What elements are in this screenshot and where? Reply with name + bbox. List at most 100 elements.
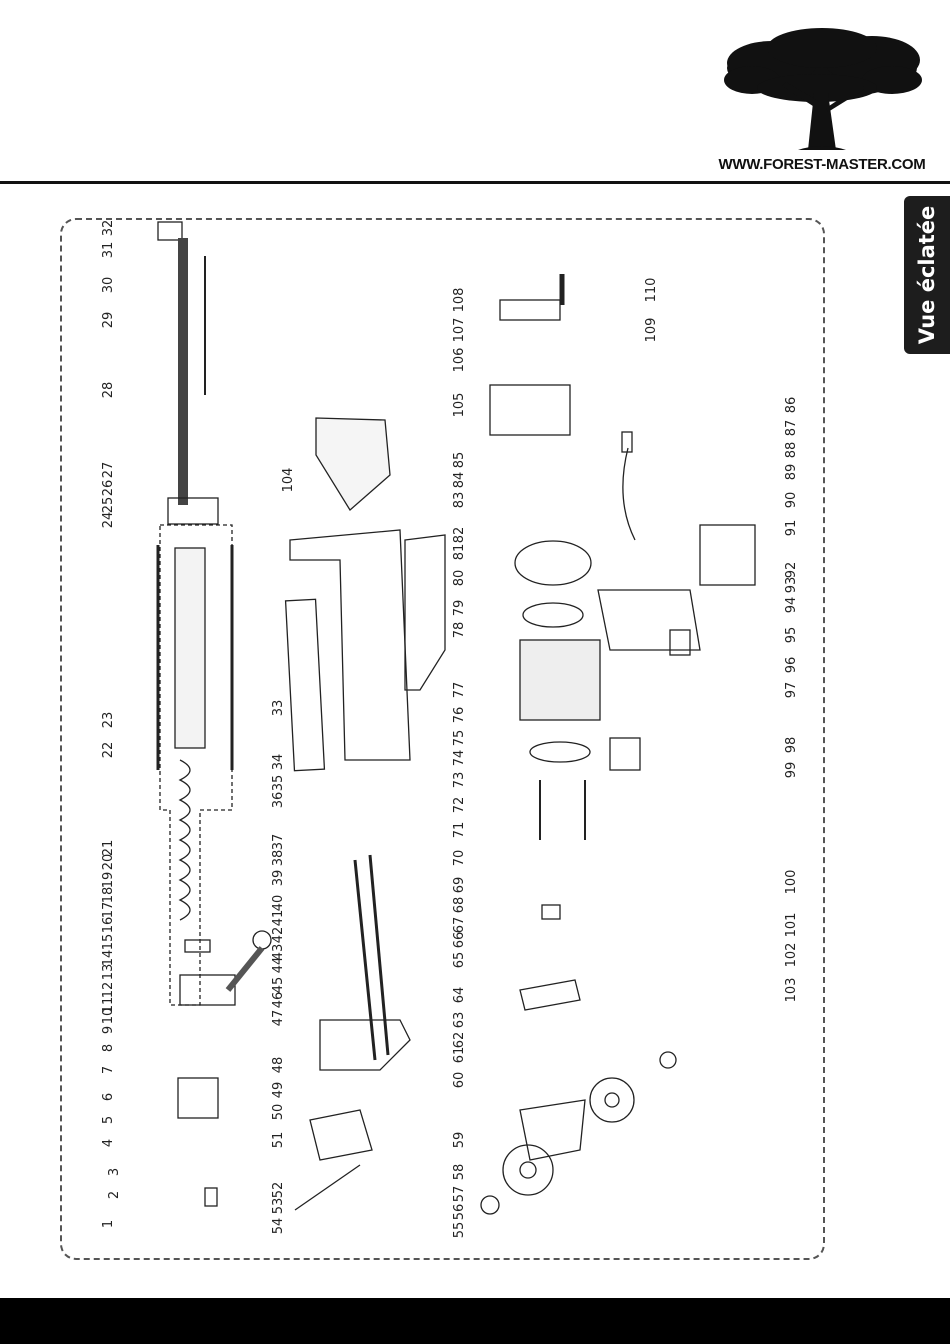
part-number-label: 45 xyxy=(271,977,286,994)
part-number-label: 96 xyxy=(784,657,799,674)
diagram-frame xyxy=(60,218,825,1260)
part-number-label: 95 xyxy=(784,627,799,644)
part-number-label: 91 xyxy=(784,520,799,537)
part-number-label: 105 xyxy=(452,393,467,418)
part-beam-plate xyxy=(284,598,326,772)
part-fan xyxy=(522,602,584,628)
part-motor-flange xyxy=(529,741,591,763)
part-number-label: 72 xyxy=(452,797,467,814)
part-number-label: 44 xyxy=(271,957,286,974)
part-number-label: 66 xyxy=(452,932,467,949)
part-wedge-plate xyxy=(319,1019,411,1071)
part-number-label: 98 xyxy=(784,737,799,754)
part-number-label: 2 xyxy=(107,1191,122,1199)
part-number-label: 12 xyxy=(101,982,116,999)
part-number-label: 85 xyxy=(452,452,467,469)
part-number-label: 64 xyxy=(452,987,467,1004)
part-hub-cap-right xyxy=(659,1051,677,1069)
part-bushing xyxy=(204,1187,218,1207)
part-motor xyxy=(519,639,601,721)
part-number-label: 9 xyxy=(101,1026,116,1034)
part-guide-rod-right xyxy=(368,854,390,1056)
part-coupling xyxy=(541,904,561,920)
part-number-label: 53 xyxy=(271,1198,286,1215)
part-number-label: 48 xyxy=(271,1057,286,1074)
part-number-label: 4 xyxy=(101,1139,116,1147)
part-number-label: 57 xyxy=(452,1186,467,1203)
part-number-label: 104 xyxy=(281,468,296,493)
part-number-label: 22 xyxy=(101,742,116,759)
part-number-label: 87 xyxy=(784,420,799,437)
part-pusher xyxy=(309,1109,373,1161)
part-number-label: 94 xyxy=(784,597,799,614)
part-bolt-chain xyxy=(294,1164,361,1211)
footer-bar xyxy=(0,1298,950,1344)
part-cylinder-tube xyxy=(174,547,206,749)
part-number-label: 40 xyxy=(271,895,286,912)
part-number-label: 15 xyxy=(101,934,116,951)
part-log-tray xyxy=(315,417,391,511)
part-number-label: 89 xyxy=(784,464,799,481)
part-main-beam xyxy=(289,529,411,761)
part-switch xyxy=(609,737,641,771)
part-valve-block xyxy=(179,974,236,1006)
part-number-label: 36 xyxy=(271,792,286,809)
part-number-label: 21 xyxy=(101,840,116,857)
part-hub-cap-left xyxy=(480,1195,500,1215)
part-number-label: 63 xyxy=(452,1012,467,1029)
part-fan-cover xyxy=(514,540,592,586)
part-number-label: 82 xyxy=(452,527,467,544)
part-number-label: 55 xyxy=(452,1222,467,1239)
part-number-label: 47 xyxy=(271,1010,286,1027)
part-number-label: 84 xyxy=(452,472,467,489)
part-number-label: 28 xyxy=(101,382,116,399)
part-number-label: 18 xyxy=(101,887,116,904)
part-number-label: 100 xyxy=(784,870,799,895)
part-number-label: 43 xyxy=(271,944,286,961)
part-number-label: 81 xyxy=(452,544,467,561)
part-number-label: 1 xyxy=(101,1220,116,1228)
part-leg-tube xyxy=(499,299,561,321)
part-number-label: 65 xyxy=(452,952,467,969)
part-number-label: 35 xyxy=(271,775,286,792)
part-number-label: 51 xyxy=(271,1132,286,1149)
part-number-label: 58 xyxy=(452,1164,467,1181)
part-number-label: 8 xyxy=(101,1044,116,1052)
part-number-label: 33 xyxy=(271,700,286,717)
part-side-guard xyxy=(404,534,446,691)
part-bracket-top xyxy=(157,221,183,241)
website-url: WWW.FOREST-MASTER.COM xyxy=(718,156,926,173)
part-number-label: 93 xyxy=(784,577,799,594)
part-number-label: 25 xyxy=(101,497,116,514)
part-number-label: 29 xyxy=(101,312,116,329)
part-switch-cover xyxy=(699,524,756,586)
part-number-label: 39 xyxy=(271,870,286,887)
part-number-label: 10 xyxy=(101,1008,116,1025)
part-leg-bracket xyxy=(489,384,571,436)
part-number-label: 101 xyxy=(784,913,799,938)
part-number-label: 103 xyxy=(784,978,799,1003)
part-number-label: 54 xyxy=(271,1218,286,1235)
part-number-label: 46 xyxy=(271,992,286,1009)
part-number-label: 73 xyxy=(452,772,467,789)
part-number-label: 24 xyxy=(101,512,116,529)
part-number-label: 59 xyxy=(452,1132,467,1149)
part-number-label: 92 xyxy=(784,562,799,579)
part-number-label: 14 xyxy=(101,950,116,967)
part-number-label: 23 xyxy=(101,712,116,729)
tree-logo xyxy=(712,18,932,178)
part-number-label: 31 xyxy=(101,242,116,259)
part-number-label: 20 xyxy=(101,854,116,871)
part-number-label: 106 xyxy=(452,348,467,373)
part-base-bracket xyxy=(177,1077,219,1119)
part-number-label: 6 xyxy=(101,1093,116,1101)
part-number-label: 88 xyxy=(784,442,799,459)
header-divider xyxy=(0,181,950,184)
part-number-label: 79 xyxy=(452,600,467,617)
part-number-label: 26 xyxy=(101,480,116,497)
part-number-label: 37 xyxy=(271,834,286,851)
part-number-label: 86 xyxy=(784,397,799,414)
part-number-label: 83 xyxy=(452,492,467,509)
part-number-label: 107 xyxy=(452,318,467,343)
